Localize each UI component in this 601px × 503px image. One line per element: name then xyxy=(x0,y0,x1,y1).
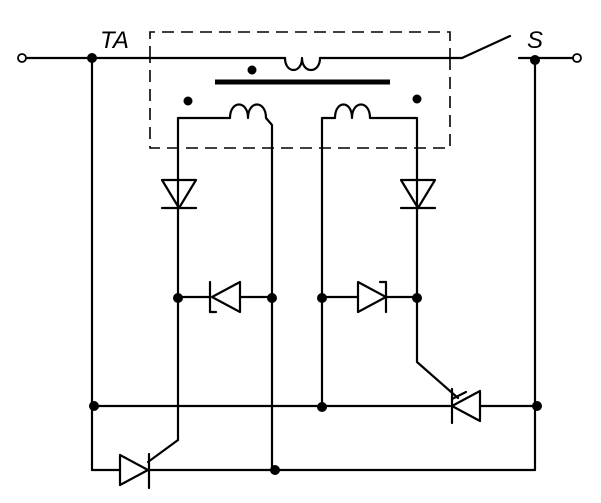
diode-right-top xyxy=(399,178,437,210)
junction-dot xyxy=(412,293,422,303)
terminal-right xyxy=(572,53,582,63)
junction-dot xyxy=(173,293,183,303)
label-ta: TA xyxy=(100,27,129,54)
primary-winding xyxy=(283,56,322,72)
secondary-winding-left xyxy=(176,103,274,472)
transformer-enclosure xyxy=(149,31,451,149)
label-s: S xyxy=(527,27,543,54)
thyristor-left xyxy=(118,452,151,490)
junction-dot xyxy=(270,465,280,475)
polarity-dot-secondary-left xyxy=(183,96,193,106)
terminal-left xyxy=(17,53,27,63)
polarity-dot-primary xyxy=(247,65,257,75)
secondary-winding-right xyxy=(320,103,419,410)
junction-dot xyxy=(89,401,99,411)
left-gate-lead xyxy=(146,438,180,464)
diode-left-horizontal xyxy=(176,280,274,314)
junction-dot xyxy=(530,55,540,65)
junction-dot xyxy=(87,53,97,63)
diode-right-horizontal xyxy=(320,280,419,314)
right-lower-wire xyxy=(415,208,460,400)
junction-dot xyxy=(317,293,327,303)
junction-dot xyxy=(267,293,277,303)
switch-s xyxy=(460,34,512,60)
junction-dot xyxy=(532,401,542,411)
diode-left-top xyxy=(160,178,198,210)
junction-dot xyxy=(317,402,327,412)
thyristor-right xyxy=(450,387,482,425)
polarity-dot-secondary-right xyxy=(412,94,422,104)
